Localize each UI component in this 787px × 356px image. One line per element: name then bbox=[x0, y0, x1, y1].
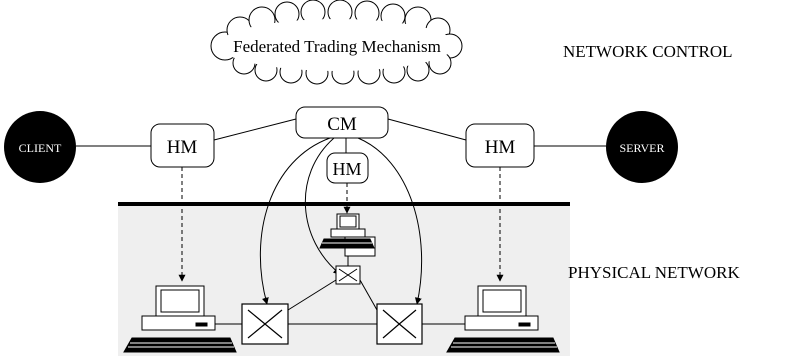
client-label: CLIENT bbox=[19, 141, 62, 155]
hm-right-label: HM bbox=[485, 137, 516, 158]
host-right-computer-icon bbox=[446, 285, 560, 353]
cm-to-left-switch-arrow bbox=[259, 137, 331, 305]
hm-to-cm-left-link bbox=[213, 118, 297, 141]
cm-box: CM bbox=[295, 106, 389, 139]
host-left-computer-icon bbox=[123, 285, 237, 353]
host-center-computer-icon bbox=[319, 213, 376, 257]
cm-to-right-switch-arrow bbox=[357, 137, 423, 305]
server-label: SERVER bbox=[619, 141, 664, 155]
management-arrows bbox=[178, 167, 504, 282]
cm-label: CM bbox=[327, 114, 357, 135]
physical-network-label: PHYSICAL NETWORK bbox=[568, 263, 740, 282]
cloud-label: Federated Trading Mechanism bbox=[233, 37, 441, 56]
hm-box-right: HM bbox=[465, 123, 535, 168]
hm-center-label: HM bbox=[332, 159, 361, 179]
control-links bbox=[76, 118, 606, 153]
switch-right bbox=[376, 303, 423, 345]
switch-center bbox=[335, 265, 361, 285]
hm-box-left: HM bbox=[150, 123, 215, 168]
federated-trading-cloud: Federated Trading Mechanism bbox=[210, 0, 463, 85]
client-node: CLIENT bbox=[4, 111, 76, 183]
network-control-label: NETWORK CONTROL bbox=[563, 42, 733, 61]
cm-to-center-switch-arrow bbox=[305, 137, 341, 275]
physical-links bbox=[215, 256, 465, 325]
server-node: SERVER bbox=[606, 111, 678, 183]
cm-control-arrows bbox=[259, 137, 423, 305]
cm-to-hm-right-link bbox=[387, 118, 467, 141]
hm-box-center: HM bbox=[326, 152, 369, 184]
switch-left bbox=[241, 303, 289, 345]
hm-left-label: HM bbox=[167, 137, 198, 158]
